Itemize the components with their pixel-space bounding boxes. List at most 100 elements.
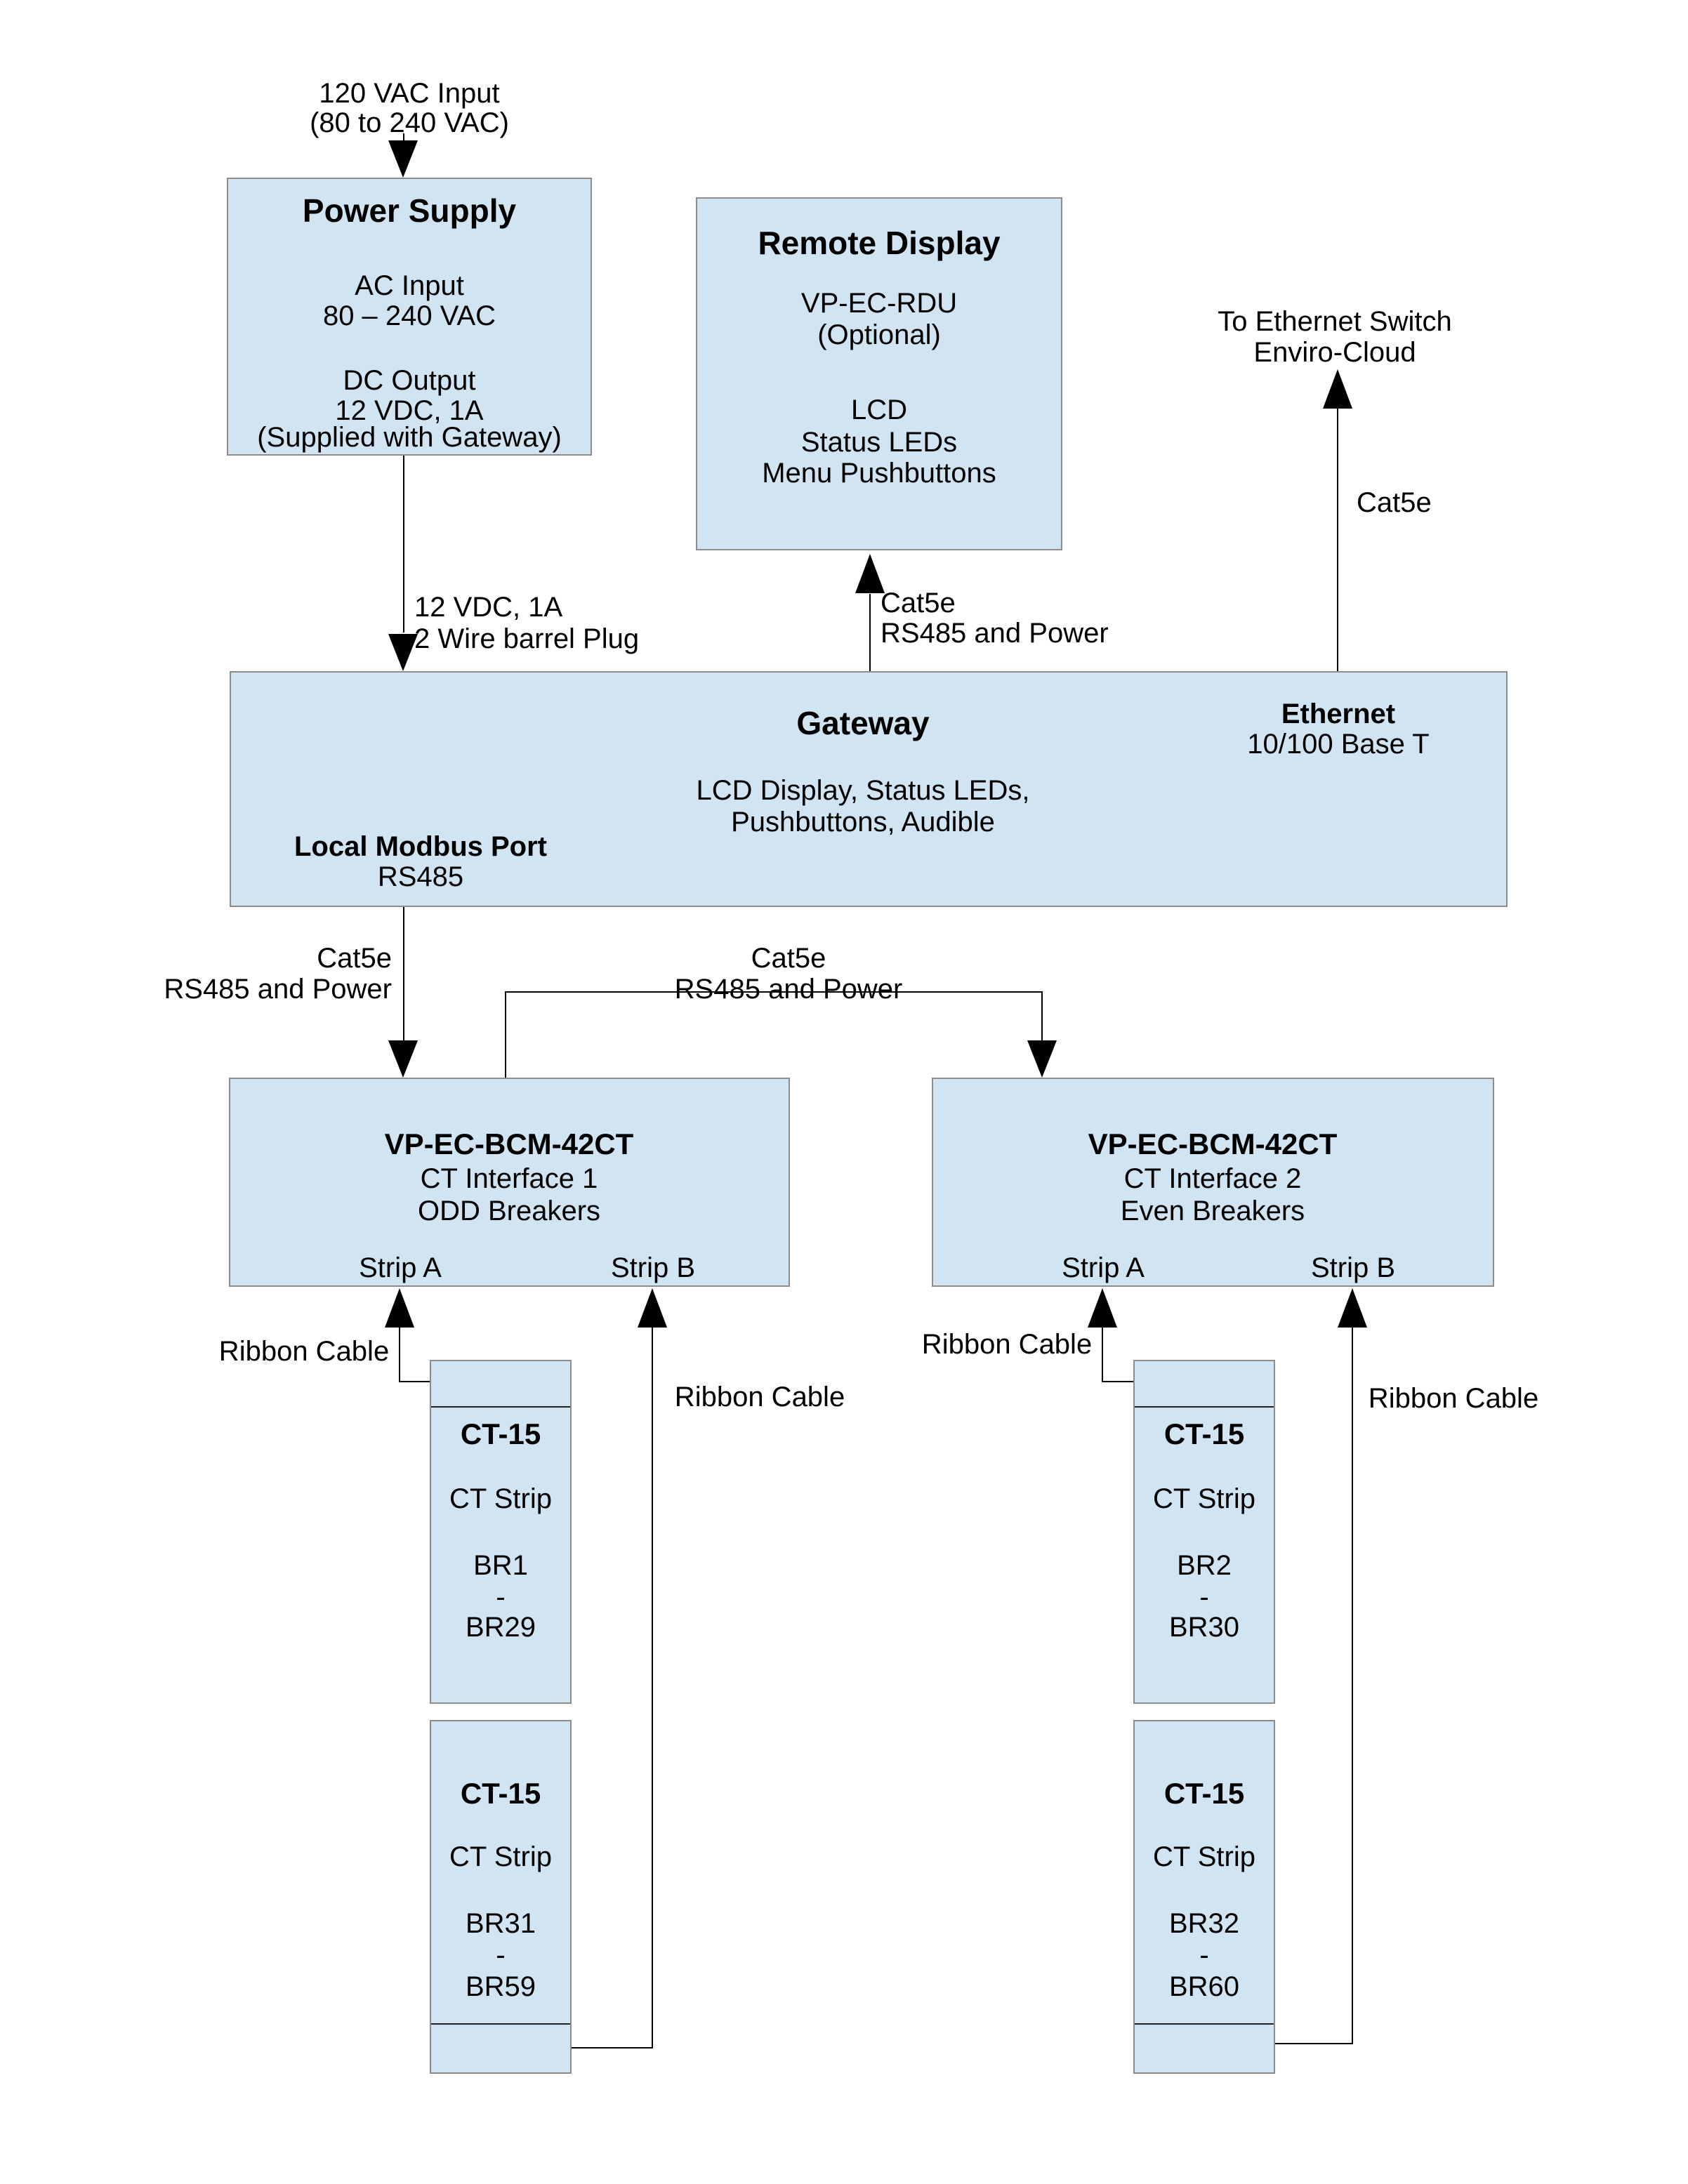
bcm1-strip-b-label: Strip B xyxy=(610,1252,696,1283)
ct3-title: CT-15 xyxy=(1163,1417,1245,1450)
ct4-title: CT-15 xyxy=(1163,1777,1245,1810)
ribbon-line xyxy=(1352,1328,1353,2044)
ct-strip-box-4 xyxy=(1133,1720,1275,2074)
power-supply-title: Power Supply xyxy=(302,192,517,229)
remote-display-line: LCD xyxy=(850,395,908,425)
bcm2-line2: CT Interface 2 xyxy=(1123,1163,1302,1194)
ct1-range-dash: - xyxy=(496,1582,506,1613)
ct3-range-to: BR30 xyxy=(1168,1612,1240,1643)
ct-box-footer xyxy=(1135,2023,1274,2072)
arrow-up-icon xyxy=(638,1288,667,1328)
ct4-range-dash: - xyxy=(1199,1940,1209,1971)
gateway-title: Gateway xyxy=(796,705,930,741)
bcm2-strip-b-label: Strip B xyxy=(1310,1252,1396,1283)
daisychain-line-left xyxy=(505,992,506,1078)
remote-display-line: Status LEDs xyxy=(800,427,958,458)
vac-input-line xyxy=(403,133,404,145)
remote-display-line: VP-EC-RDU xyxy=(800,288,958,319)
gateway-modbus-sub: RS485 xyxy=(377,861,464,892)
gateway-ethernet-sub: 10/100 Base T xyxy=(1247,729,1430,760)
remote-display-line: (Optional) xyxy=(817,319,941,350)
bcm2-title: VP-EC-BCM-42CT xyxy=(1088,1127,1338,1160)
ethernet-dest-label-line2: Enviro-Cloud xyxy=(1253,337,1416,368)
ribbon-line xyxy=(1275,2043,1353,2044)
bcm1-line3: ODD Breakers xyxy=(417,1196,601,1226)
bcm1-link-label-line1: Cat5e xyxy=(317,943,392,974)
ribbon-line xyxy=(1102,1328,1103,1382)
rdu-link-line xyxy=(869,594,871,671)
ct1-title: CT-15 xyxy=(460,1417,541,1450)
rdu-link-label-line1: Cat5e xyxy=(881,588,956,618)
bcm2-strip-a-label: Strip A xyxy=(1062,1252,1145,1283)
ct4-range-from: BR32 xyxy=(1168,1908,1240,1939)
arrow-down-icon xyxy=(388,140,418,178)
bcm2-line3: Even Breakers xyxy=(1120,1196,1305,1226)
bcm2-box xyxy=(932,1078,1494,1287)
ethernet-dest-label-line1: To Ethernet Switch xyxy=(1218,306,1452,337)
rdu-link-label-line2: RS485 and Power xyxy=(881,618,1109,649)
bcm1-link-label-line2: RS485 and Power xyxy=(164,974,392,1005)
ct2-range-from: BR31 xyxy=(465,1908,536,1939)
arrow-up-icon xyxy=(1338,1288,1367,1328)
bcm2-link-label-line2: RS485 and Power xyxy=(674,974,903,1005)
arrow-up-icon xyxy=(385,1288,414,1328)
arrow-down-icon xyxy=(1027,1040,1057,1078)
ct2-subtitle: CT Strip xyxy=(449,1841,552,1872)
arrow-down-icon xyxy=(388,634,418,671)
daisychain-line-top xyxy=(505,991,1043,993)
ct4-range-to: BR60 xyxy=(1168,1971,1240,2002)
power-supply-line: 12 VDC, 1A xyxy=(335,395,484,426)
ct3-range-from: BR2 xyxy=(1177,1550,1232,1581)
ct3-range-dash: - xyxy=(1199,1582,1209,1613)
ct-strip-box-3 xyxy=(1133,1360,1275,1704)
ct1-range-to: BR29 xyxy=(465,1612,536,1643)
arrow-up-icon xyxy=(855,554,885,593)
bcm1-strip-a-label: Strip A xyxy=(359,1252,442,1283)
gateway-box xyxy=(230,671,1508,907)
bcm1-line2: CT Interface 1 xyxy=(420,1163,598,1194)
ribbon-line xyxy=(571,2047,653,2049)
daisychain-line-right xyxy=(1041,992,1043,1040)
ct4-subtitle: CT Strip xyxy=(1153,1841,1255,1872)
gateway-feature-line1: LCD Display, Status LEDs, xyxy=(696,775,1030,806)
gateway-ethernet-title: Ethernet xyxy=(1281,699,1396,729)
gateway-feature-line2: Pushbuttons, Audible xyxy=(731,807,995,838)
ct-box-header xyxy=(431,1361,570,1408)
ct-box-header xyxy=(1135,1361,1274,1408)
power-supply-box xyxy=(227,178,592,456)
power-supply-line: AC Input xyxy=(355,270,464,301)
power-supply-line: 80 – 240 VAC xyxy=(322,300,496,331)
remote-display-line: Menu Pushbuttons xyxy=(762,458,996,489)
ct1-subtitle: CT Strip xyxy=(449,1483,552,1514)
bcm1-title: VP-EC-BCM-42CT xyxy=(384,1127,634,1160)
ct-box-footer xyxy=(431,2023,570,2072)
ct-strip-box-2 xyxy=(430,1720,572,2074)
ethernet-line xyxy=(1337,407,1338,671)
vac-input-label-line2: (80 to 240 VAC) xyxy=(310,107,509,138)
ct2-range-dash: - xyxy=(496,1940,506,1971)
remote-display-box xyxy=(696,197,1062,550)
bcm1-link-line xyxy=(403,907,404,1040)
vac-input-label-line1: 120 VAC Input xyxy=(319,78,500,109)
ct1-range-from: BR1 xyxy=(473,1550,528,1581)
arrow-up-icon xyxy=(1088,1288,1117,1328)
bcm2-link-label-line1: Cat5e xyxy=(751,943,826,974)
arrow-up-icon xyxy=(1323,369,1352,409)
arrow-down-icon xyxy=(388,1040,418,1078)
dc-power-line xyxy=(403,456,404,633)
gateway-modbus-title: Local Modbus Port xyxy=(294,831,547,862)
ribbon-line xyxy=(399,1328,400,1382)
ribbon-cable-label: Ribbon Cable xyxy=(1368,1383,1539,1414)
ct2-title: CT-15 xyxy=(460,1777,541,1810)
remote-display-title: Remote Display xyxy=(758,225,1001,261)
bcm1-box xyxy=(229,1078,790,1287)
ct3-subtitle: CT Strip xyxy=(1153,1483,1255,1514)
ethernet-cable-label: Cat5e xyxy=(1357,487,1432,518)
ribbon-line xyxy=(399,1381,430,1382)
ribbon-line xyxy=(652,1328,653,2049)
ribbon-line xyxy=(1102,1381,1133,1382)
dc-link-label-line1: 12 VDC, 1A xyxy=(414,592,563,623)
ribbon-cable-label: Ribbon Cable xyxy=(921,1329,1093,1360)
ribbon-cable-label: Ribbon Cable xyxy=(674,1382,845,1412)
